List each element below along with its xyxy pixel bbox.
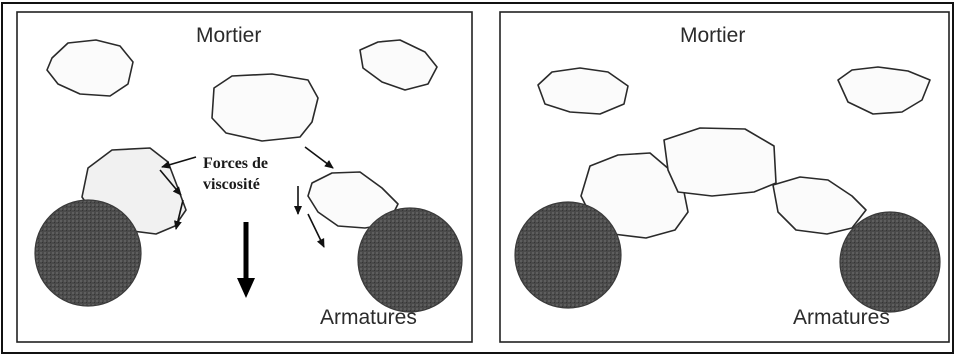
aggregate-right-top-right — [838, 67, 930, 114]
force-arrow-4 — [305, 147, 333, 168]
right-rebar-label: Armatures — [793, 306, 890, 329]
rebar-right-panel-left — [515, 202, 621, 308]
aggregate-bridge-center — [664, 128, 776, 196]
aggregate-top-left — [47, 40, 133, 96]
aggregate-top-right — [360, 40, 437, 90]
rebar-right-panel-right — [840, 212, 940, 312]
aggregate-center — [212, 74, 318, 141]
left-rebar-label: Armatures — [320, 306, 417, 329]
viscosity-label-line2: viscosité — [203, 176, 260, 193]
right-panel: Mortier Armatures — [500, 12, 949, 342]
aggregate-right-top-left — [538, 68, 628, 114]
rebar-left — [35, 200, 141, 306]
left-panel: Mortier Forces de viscosité Armatures — [17, 12, 472, 342]
right-mortar-label: Mortier — [680, 24, 745, 47]
rebar-right — [358, 208, 462, 312]
viscosity-label-line1: Forces de — [203, 155, 268, 172]
left-mortar-label: Mortier — [196, 24, 261, 47]
force-arrow-6 — [308, 214, 324, 247]
aggregate-bridge-right — [773, 177, 866, 234]
